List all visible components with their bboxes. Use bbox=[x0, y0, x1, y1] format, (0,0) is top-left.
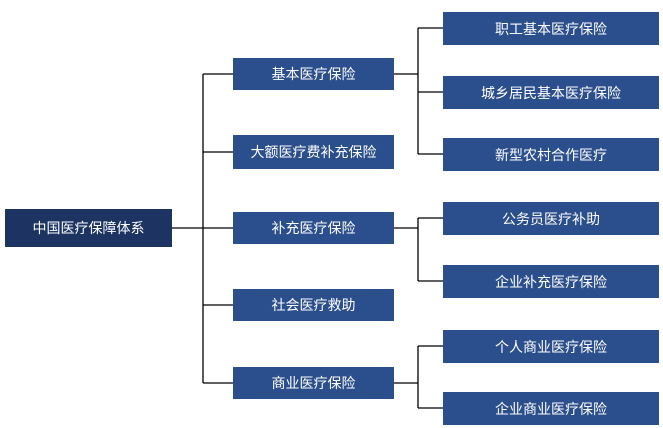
node-enterprise-supplementary: 企业补充医疗保险 bbox=[443, 265, 659, 298]
node-social-medical-assistance: 社会医疗救助 bbox=[233, 289, 394, 321]
node-basic-medical-insurance: 基本医疗保险 bbox=[233, 58, 394, 90]
node-new-rural-cooperative: 新型农村合作医疗 bbox=[443, 138, 659, 171]
node-employee-basic-insurance: 职工基本医疗保险 bbox=[443, 12, 659, 45]
node-large-medical-supplementary: 大额医疗费补充保险 bbox=[233, 135, 394, 169]
node-enterprise-commercial: 企业商业医疗保险 bbox=[443, 392, 659, 425]
node-urban-rural-basic-insurance: 城乡居民基本医疗保险 bbox=[443, 76, 659, 109]
node-personal-commercial: 个人商业医疗保险 bbox=[443, 330, 659, 363]
node-commercial-medical-insurance: 商业医疗保险 bbox=[233, 367, 394, 399]
root-node: 中国医疗保障体系 bbox=[5, 209, 172, 247]
node-civil-servant-subsidy: 公务员医疗补助 bbox=[443, 202, 659, 235]
node-supplementary-medical-insurance: 补充医疗保险 bbox=[233, 212, 394, 244]
